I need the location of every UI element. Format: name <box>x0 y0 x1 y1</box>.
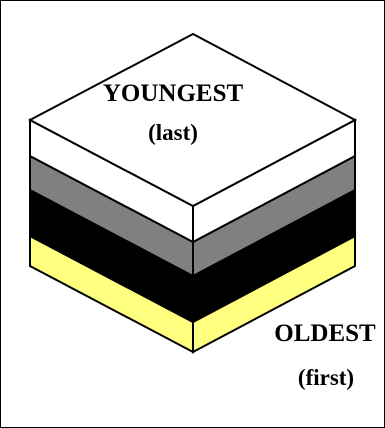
oldest-label: OLDEST <box>265 320 385 348</box>
youngest-label: YOUNGEST <box>93 80 253 108</box>
youngest-sublabel: (last) <box>133 120 213 146</box>
oldest-sublabel: (first) <box>281 365 371 391</box>
